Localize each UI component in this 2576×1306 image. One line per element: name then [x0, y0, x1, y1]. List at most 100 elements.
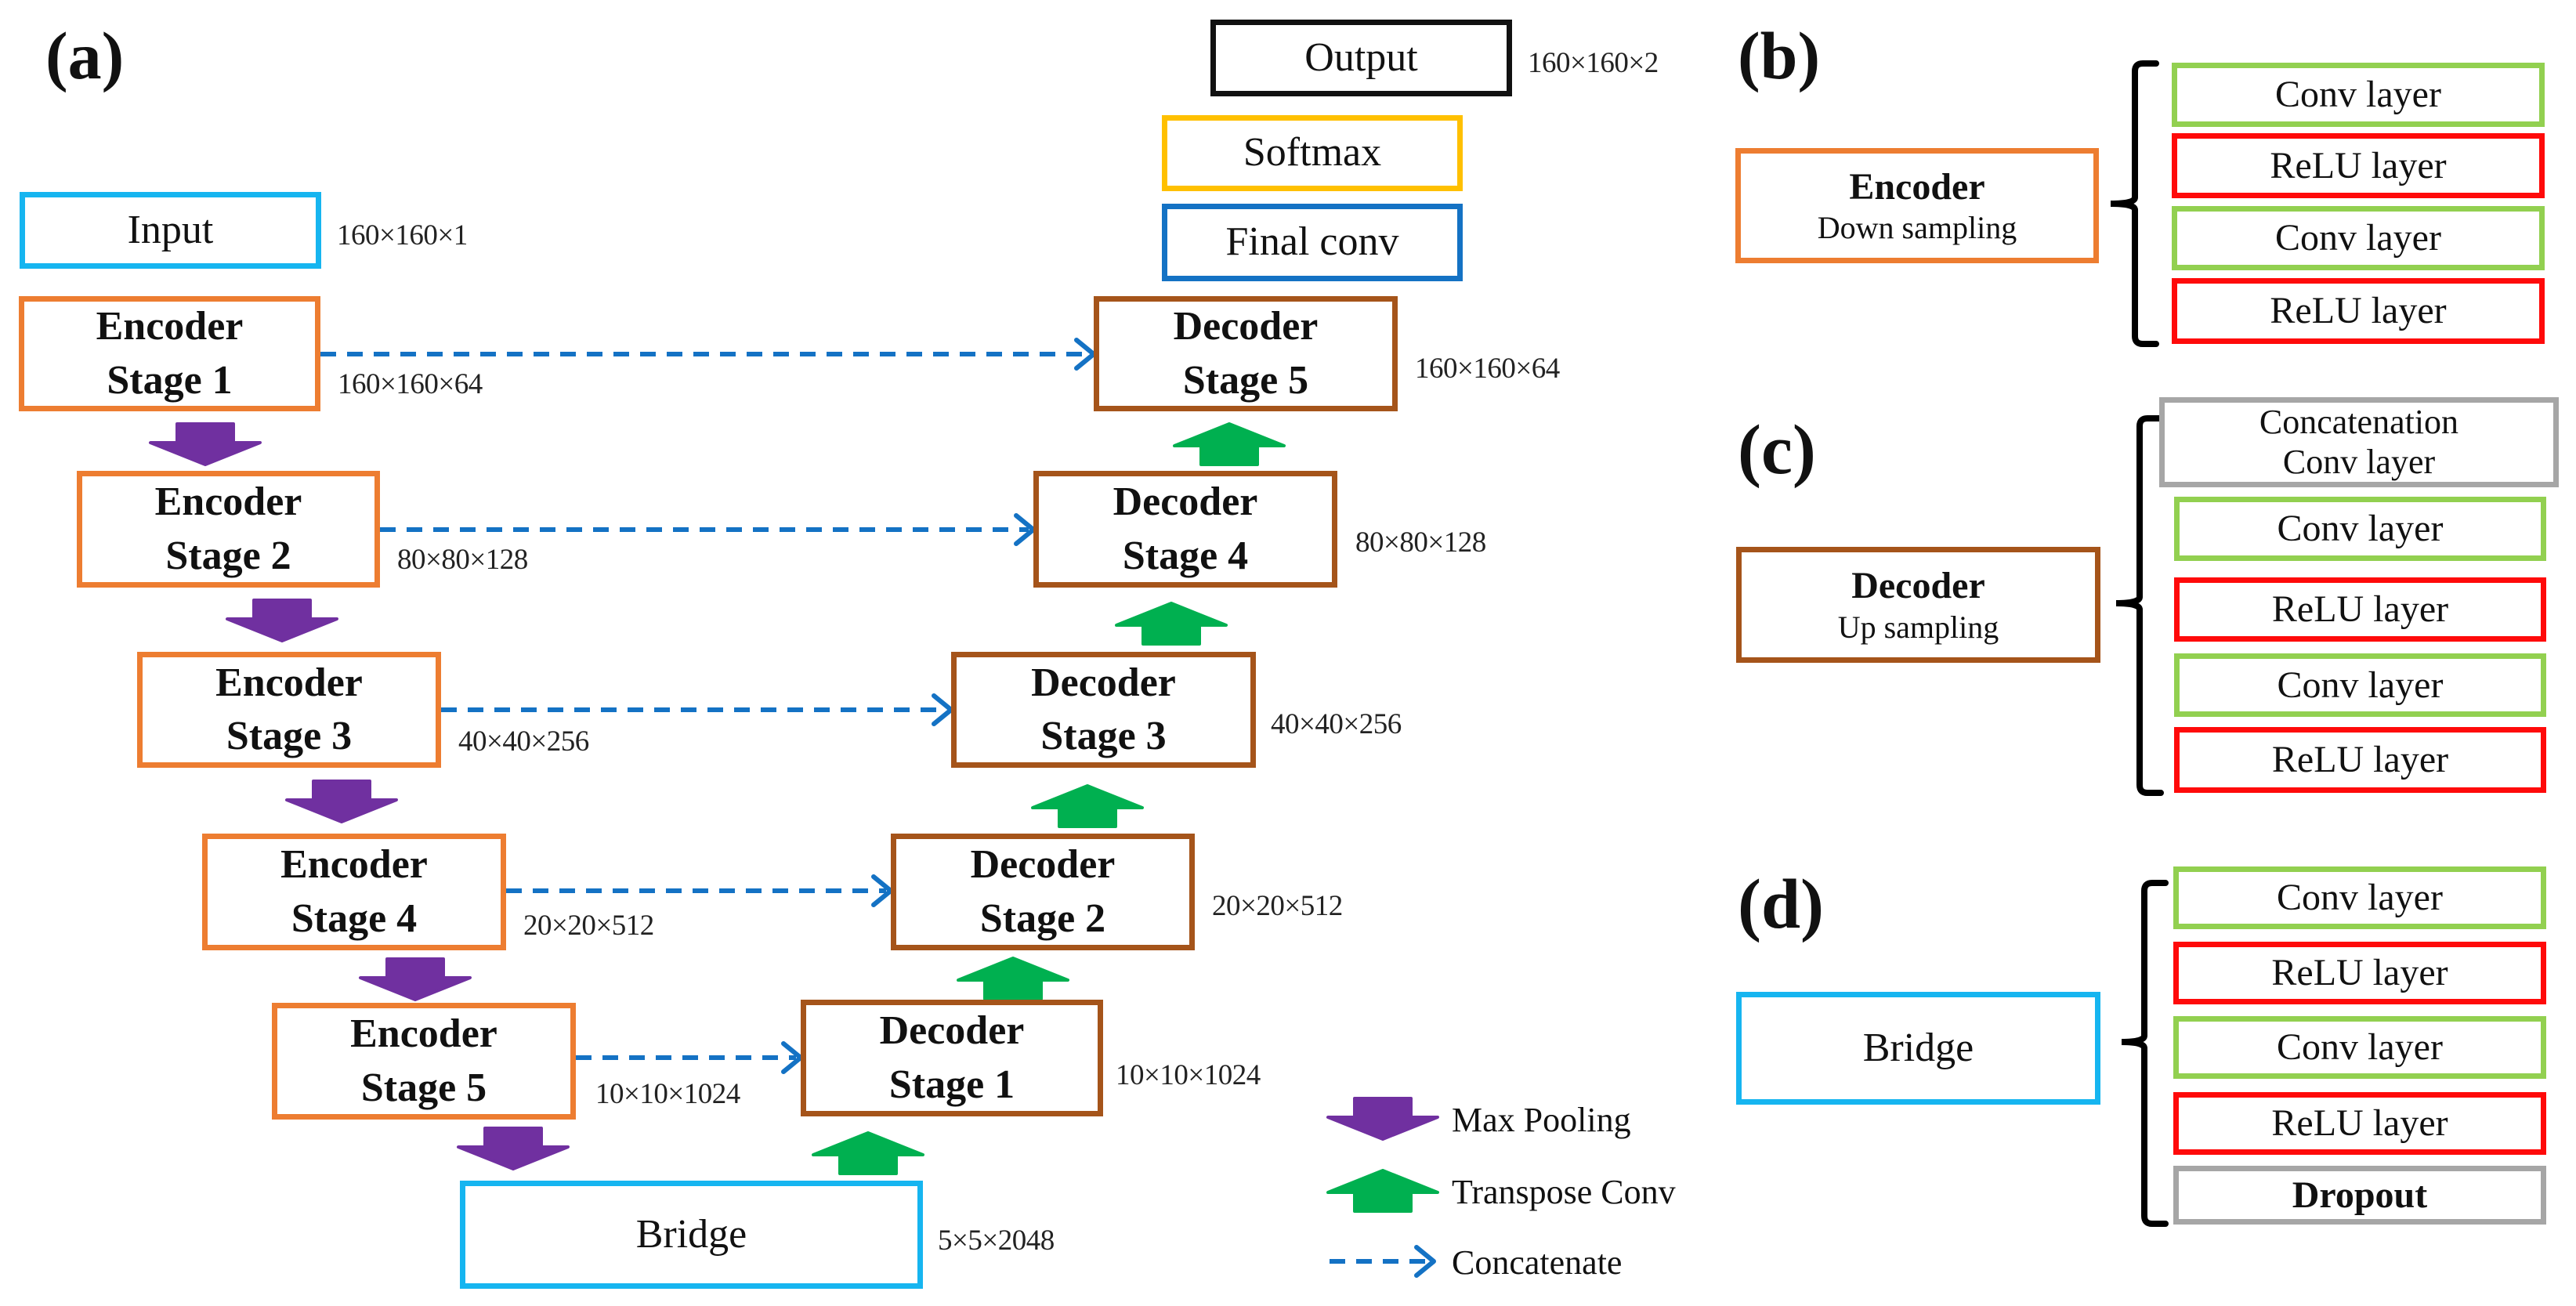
- layer-label: Conv layer: [2277, 508, 2444, 550]
- decoder-detail-box: Decoder Up sampling: [1736, 547, 2100, 663]
- encoder-stage-4-stage: Stage 4: [291, 895, 418, 941]
- transpose-conv-arrow-2: [957, 957, 1069, 1000]
- encoder-stage-5-title: Encoder: [350, 1011, 497, 1057]
- decoder-stage-5-title: Decoder: [1173, 304, 1319, 349]
- output-box: Output: [1210, 20, 1512, 96]
- decoder-stage-1-dims: 10×10×1024: [1116, 1059, 1261, 1091]
- layer-label: ReLU layer: [2270, 290, 2447, 332]
- decoder-stage-5-box: Decoder Stage 5: [1094, 296, 1398, 411]
- layer-label: Conv layer: [2277, 877, 2443, 919]
- bracket-decoder-detail: [2115, 415, 2164, 796]
- bridge-conv-layer-1: Conv layer: [2173, 866, 2546, 929]
- bracket-bridge-detail: [2121, 880, 2169, 1227]
- layer-label: Conv layer: [2277, 664, 2444, 706]
- concatenate-line-5-head: [781, 1041, 803, 1074]
- encoder-stage-1-stage: Stage 1: [107, 357, 233, 403]
- encoder-stage-4-title: Encoder: [280, 842, 428, 888]
- bridge-relu-layer-1: ReLU layer: [2173, 942, 2546, 1004]
- decoder-detail-title: Decoder: [1851, 565, 1985, 607]
- decoder-stage-2-title: Decoder: [970, 842, 1116, 888]
- layer-label: Conv layer: [2277, 1026, 2443, 1069]
- encoder-conv-layer-1: Conv layer: [2172, 63, 2545, 127]
- panel-label-c: (c): [1738, 411, 1816, 489]
- decoder-relu-layer-1: ReLU layer: [2174, 577, 2546, 642]
- softmax-label: Softmax: [1243, 130, 1382, 175]
- encoder-detail-box: Encoder Down sampling: [1735, 148, 2099, 263]
- decoder-stage-4-dims: 80×80×128: [1355, 526, 1486, 559]
- encoder-stage-3-dims: 40×40×256: [458, 725, 589, 758]
- concatenate-line-4-head: [871, 874, 893, 907]
- softmax-box: Softmax: [1162, 115, 1463, 191]
- encoder-stage-5-dims: 10×10×1024: [595, 1078, 740, 1110]
- layer-label: ReLU layer: [2271, 739, 2449, 781]
- concatenate-line-3-head: [932, 693, 953, 726]
- legend-concatenate-icon-head: [1414, 1245, 1436, 1278]
- input-box: Input: [20, 192, 321, 269]
- bridge-dropout-layer: Dropout: [2173, 1166, 2546, 1225]
- max-pooling-arrow-1: [149, 422, 262, 466]
- legend-max-pooling-label: Max Pooling: [1452, 1101, 1631, 1139]
- decoder-stage-4-box: Decoder Stage 4: [1033, 471, 1337, 588]
- bracket-encoder-detail: [2110, 60, 2159, 347]
- panel-label-d: (d): [1738, 866, 1824, 943]
- decoder-stage-4-title: Decoder: [1113, 479, 1258, 525]
- encoder-stage-5-stage: Stage 5: [360, 1065, 487, 1110]
- encoder-conv-layer-2: Conv layer: [2172, 206, 2545, 270]
- concat-label-line2: Conv layer: [2282, 442, 2436, 481]
- panel-label-b: (b): [1738, 18, 1821, 93]
- encoder-stage-1-title: Encoder: [96, 304, 244, 349]
- legend-max-pooling-icon: [1326, 1097, 1439, 1141]
- decoder-stage-2-box: Decoder Stage 2: [891, 834, 1195, 950]
- decoder-conv-layer-1: Conv layer: [2174, 497, 2546, 561]
- transpose-conv-arrow-1: [812, 1131, 924, 1175]
- input-label: Input: [127, 207, 214, 252]
- decoder-stage-1-stage: Stage 1: [888, 1062, 1015, 1107]
- input-dims: 160×160×1: [337, 219, 468, 251]
- decoder-stage-3-dims: 40×40×256: [1271, 708, 1402, 740]
- output-label: Output: [1304, 34, 1418, 80]
- encoder-stage-3-title: Encoder: [215, 660, 363, 705]
- encoder-stage-3-stage: Stage 3: [226, 714, 353, 758]
- output-dims: 160×160×2: [1528, 47, 1659, 79]
- max-pooling-arrow-3: [285, 780, 398, 823]
- encoder-stage-1-dims: 160×160×64: [338, 368, 483, 400]
- decoder-stage-2-stage: Stage 2: [979, 895, 1106, 941]
- panel-label-a: (a): [45, 18, 125, 93]
- concatenate-line-2-head: [1014, 513, 1036, 546]
- max-pooling-arrow-5: [457, 1127, 570, 1170]
- transpose-conv-arrow-3: [1031, 784, 1144, 828]
- bridge-relu-layer-2: ReLU layer: [2173, 1092, 2546, 1155]
- encoder-relu-layer-1: ReLU layer: [2172, 133, 2545, 198]
- bridge-detail-title: Bridge: [1862, 1025, 1974, 1070]
- encoder-stage-2-box: Encoder Stage 2: [77, 471, 380, 588]
- decoder-stage-3-box: Decoder Stage 3: [951, 652, 1256, 768]
- bridge-conv-layer-2: Conv layer: [2173, 1016, 2546, 1079]
- decoder-relu-layer-2: ReLU layer: [2174, 727, 2546, 793]
- decoder-stage-1-title: Decoder: [879, 1008, 1025, 1054]
- concatenate-line-1-head: [1074, 338, 1096, 371]
- encoder-stage-4-box: Encoder Stage 4: [202, 834, 506, 950]
- layer-label: Conv layer: [2275, 74, 2441, 116]
- layer-label: ReLU layer: [2270, 144, 2447, 186]
- encoder-stage-5-box: Encoder Stage 5: [272, 1003, 576, 1120]
- bridge-dims: 5×5×2048: [938, 1225, 1055, 1257]
- encoder-stage-2-dims: 80×80×128: [397, 544, 528, 576]
- legend-transpose-conv-icon: [1326, 1169, 1439, 1213]
- decoder-stage-2-dims: 20×20×512: [1212, 890, 1343, 922]
- transpose-conv-arrow-5: [1173, 422, 1286, 466]
- encoder-detail-subtitle: Down sampling: [1817, 210, 2017, 246]
- decoder-stage-3-stage: Stage 3: [1040, 714, 1167, 758]
- layer-label: ReLU layer: [2271, 588, 2449, 631]
- encoder-relu-layer-2: ReLU layer: [2172, 278, 2545, 344]
- encoder-detail-title: Encoder: [1849, 165, 1985, 208]
- layer-label: ReLU layer: [2271, 952, 2448, 994]
- encoder-stage-4-dims: 20×20×512: [523, 910, 654, 942]
- max-pooling-arrow-2: [226, 599, 338, 642]
- encoder-stage-2-title: Encoder: [154, 479, 302, 525]
- legend-transpose-conv-label: Transpose Conv: [1452, 1173, 1676, 1211]
- bridge-box: Bridge: [460, 1181, 923, 1289]
- encoder-stage-3-box: Encoder Stage 3: [137, 652, 441, 768]
- dropout-label: Dropout: [2292, 1174, 2428, 1216]
- decoder-stage-5-stage: Stage 5: [1182, 357, 1309, 403]
- decoder-stage-1-box: Decoder Stage 1: [801, 1000, 1103, 1116]
